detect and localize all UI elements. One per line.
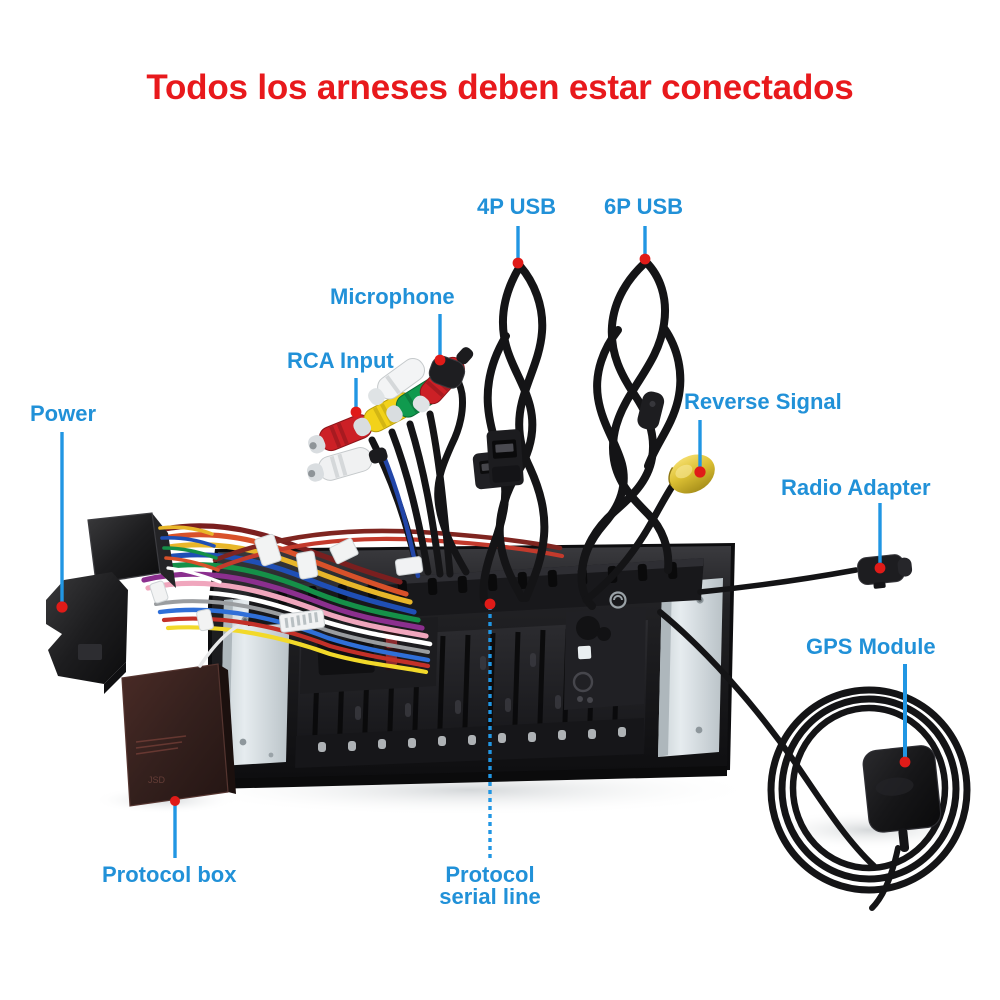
callout-lines xyxy=(56,226,911,858)
rca-plug-white xyxy=(306,447,388,482)
callout-usb-6p xyxy=(639,226,651,265)
serial-plug xyxy=(278,609,326,633)
label-reverse-signal: Reverse Signal xyxy=(684,389,842,414)
label-radio-adapter: Radio Adapter xyxy=(781,475,931,500)
rca-cables xyxy=(306,347,474,579)
cable-ties xyxy=(114,533,359,632)
right-mount-bracket xyxy=(658,578,723,757)
iso-connector-b xyxy=(46,572,128,694)
label-usb-4p: 4P USB xyxy=(477,194,557,219)
callout-protocol-box xyxy=(170,796,180,858)
callout-rca-input xyxy=(350,378,362,418)
gps-module xyxy=(657,609,971,911)
callout-microphone xyxy=(434,314,446,366)
label-power: Power xyxy=(30,401,97,426)
label-microphone: Microphone xyxy=(330,284,455,309)
callout-radio-adapter xyxy=(874,503,886,574)
page-title: Todos los arneses deben estar conectados xyxy=(146,68,854,107)
callout-protocol-serial-line xyxy=(484,598,496,858)
protocol-box: JSD xyxy=(121,624,240,807)
usb-a-female-connector xyxy=(486,429,524,487)
svg-text:JSD: JSD xyxy=(148,775,166,785)
callout-gps-module xyxy=(899,664,911,768)
callout-power xyxy=(56,432,68,613)
usb-6p-cable xyxy=(577,258,685,610)
iso-connector-a xyxy=(87,512,222,588)
callout-reverse-signal xyxy=(694,420,706,478)
gps-antenna-puck xyxy=(862,745,942,852)
usb-6p-plug-body xyxy=(637,391,665,430)
label-rca-input: RCA Input xyxy=(287,348,394,373)
label-gps-module: GPS Module xyxy=(806,634,936,659)
tuner-block xyxy=(564,591,646,710)
label-protocol-serial-line: Protocol serial line xyxy=(439,862,541,910)
reverse-signal-connector xyxy=(582,454,715,604)
label-usb-6p: 6P USB xyxy=(604,194,684,219)
rca-plug-white-2 xyxy=(368,358,425,406)
wire-bundle xyxy=(123,523,433,675)
callout-usb-4p xyxy=(512,226,524,269)
label-protocol-box: Protocol box xyxy=(102,862,237,887)
power-harness xyxy=(46,512,565,694)
